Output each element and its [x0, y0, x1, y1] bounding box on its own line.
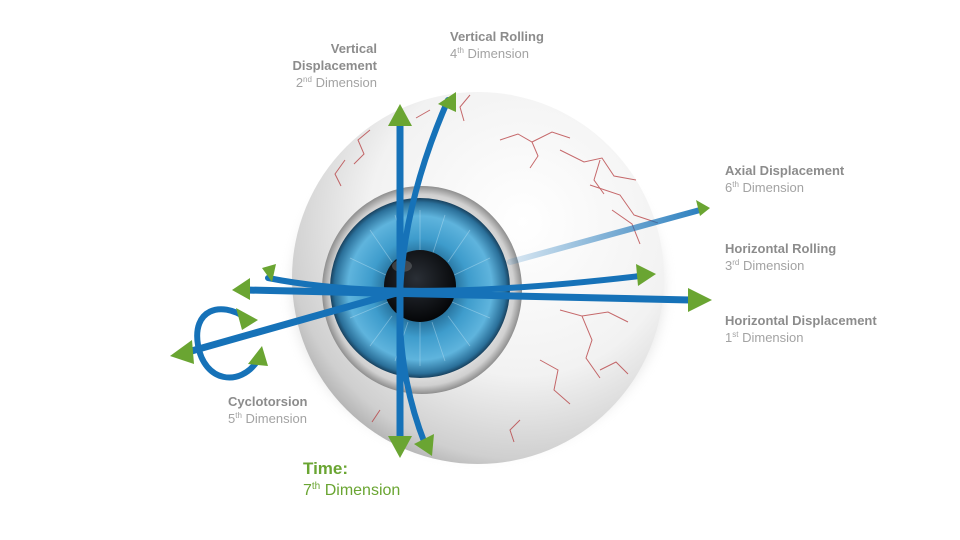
- arrowhead-axial: [696, 200, 710, 216]
- vertical-rolling-title: Vertical Rolling: [450, 29, 544, 44]
- pupil: [384, 250, 456, 322]
- axial-displacement-dimension: 6th Dimension: [725, 180, 804, 195]
- arrowhead-cyclotorsion-lower: [248, 346, 268, 366]
- arrowhead-horizontal-rolling-left: [262, 264, 276, 282]
- arrowhead-horizontal-displacement-left: [232, 278, 250, 300]
- vertical-displacement-title-2: Displacement: [292, 58, 377, 73]
- axial-displacement-axis: [507, 207, 703, 265]
- horizontal-displacement-label: Horizontal Displacement 1st Dimension: [725, 312, 877, 346]
- time-title: Time:: [303, 459, 349, 478]
- arrowheads: [170, 92, 712, 458]
- vertical-rolling-label: Vertical Rolling 4th Dimension: [450, 28, 544, 62]
- horizontal-displacement-title: Horizontal Displacement: [725, 313, 877, 328]
- axial-displacement-label: Axial Displacement 6th Dimension: [725, 162, 844, 196]
- vertical-displacement-dimension: 2nd Dimension: [295, 75, 377, 90]
- cyclotorsion-loop: [194, 306, 261, 381]
- horizontal-rolling-label: Horizontal Rolling 3rd Dimension: [725, 240, 836, 274]
- time-dimension: 7th Dimension: [303, 481, 401, 500]
- arrowhead-cyclotorsion-axis: [170, 340, 194, 364]
- arrowhead-vertical-down: [388, 436, 412, 458]
- arrowhead-horizontal-displacement-right: [688, 288, 712, 312]
- vertical-rolling-axis: [396, 97, 451, 447]
- cyclotorsion-axis: [184, 288, 404, 356]
- horizontal-displacement-dimension: 1st Dimension: [725, 330, 804, 345]
- arrowhead-horizontal-rolling-right: [636, 264, 656, 286]
- arrowhead-vertical-rolling-down: [414, 434, 434, 456]
- cyclotorsion-dimension: 5th Dimension: [228, 411, 307, 426]
- eyeball: [292, 92, 664, 464]
- horizontal-rolling-title: Horizontal Rolling: [725, 241, 837, 256]
- vertical-displacement-label: Vertical Displacement 2nd Dimension: [262, 40, 377, 91]
- cyclotorsion-title: Cyclotorsion: [228, 394, 308, 409]
- arrowhead-cyclotorsion-upper: [236, 308, 258, 330]
- vertical-displacement-title-1: Vertical: [330, 41, 377, 56]
- horizontal-rolling-dimension: 3rd Dimension: [725, 258, 805, 273]
- time-label: Time: 7th Dimension: [303, 458, 400, 502]
- blood-veins: [334, 94, 659, 443]
- arrowhead-vertical-rolling-up: [438, 92, 456, 112]
- horizontal-displacement-axis: [242, 286, 694, 304]
- vertical-rolling-dimension: 4th Dimension: [450, 46, 529, 61]
- arrowhead-vertical-up: [388, 104, 412, 126]
- cyclotorsion-label: Cyclotorsion 5th Dimension: [228, 393, 307, 427]
- motion-axes: [184, 97, 703, 447]
- horizontal-rolling-axis: [265, 273, 643, 294]
- axial-displacement-title: Axial Displacement: [725, 163, 845, 178]
